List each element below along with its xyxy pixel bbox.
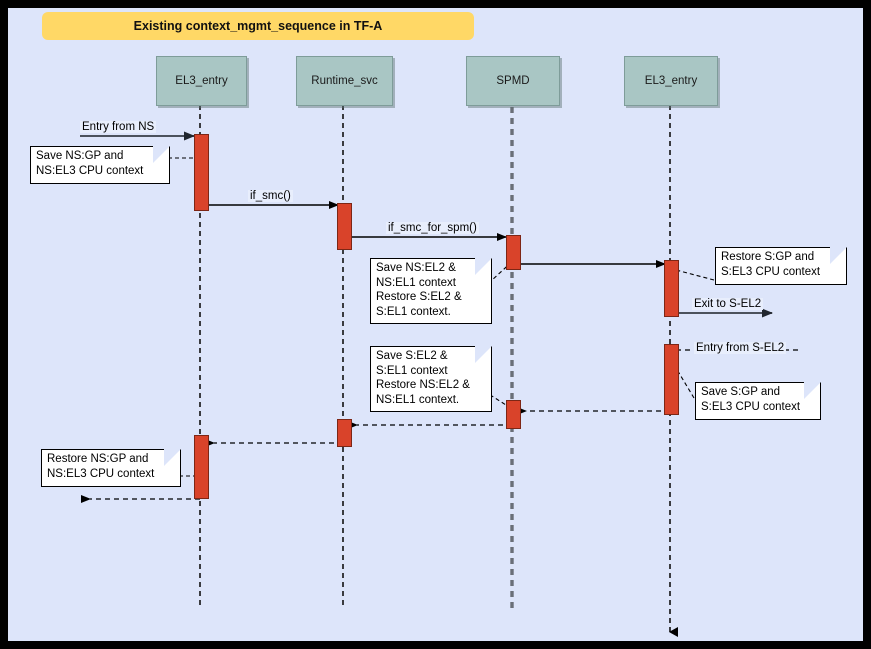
activation-bar-el3-entry-2a — [664, 260, 679, 317]
note-text: Save S:EL2 & S:EL1 context Restore NS:EL… — [376, 350, 470, 406]
note-save-ns-gp: Save NS:GP and NS:EL3 CPU context — [30, 146, 170, 184]
note-text: Save NS:GP and NS:EL3 CPU context — [36, 150, 144, 177]
message-label-if-smc-for-spm: if_smc_for_spm() — [386, 222, 479, 234]
note-save-s-gp: Save S:GP and S:EL3 CPU context — [695, 382, 821, 420]
activation-bar-el3-entry-2b — [664, 344, 679, 415]
message-label-exit-to-s-el2: Exit to S-EL2 — [692, 298, 764, 310]
message-label-entry-from-ns: Entry from NS — [80, 121, 157, 133]
message-label-entry-from-s-el2: Entry from S-EL2 — [694, 342, 787, 354]
note-text: Save NS:EL2 & NS:EL1 context Restore S:E… — [376, 262, 462, 318]
lifeline-label: EL3_entry — [644, 75, 698, 87]
note-fold-icon — [830, 247, 847, 264]
note-restore-ns-gp: Restore NS:GP and NS:EL3 CPU context — [41, 449, 181, 487]
note-fold-icon — [153, 146, 170, 163]
diagram-frame: Existing context_mgmt_sequence in TF-A E… — [8, 8, 863, 641]
activation-bar-runtime-svc-a — [337, 203, 352, 250]
lifeline-header-spmd[interactable]: SPMD — [466, 56, 560, 106]
activation-bar-el3-entry-1a — [194, 134, 209, 211]
diagram-canvas — [80, 96, 798, 637]
message-label-if-smc: if_smc() — [248, 190, 293, 202]
activation-bar-spmd-b — [506, 400, 521, 429]
lifeline-header-el3-entry-2[interactable]: EL3_entry — [624, 56, 718, 106]
diagram-title: Existing context_mgmt_sequence in TF-A — [133, 19, 383, 33]
note-text: Save S:GP and S:EL3 CPU context — [701, 386, 801, 413]
note-text: Restore S:GP and S:EL3 CPU context — [721, 251, 821, 278]
note-text: Restore NS:GP and NS:EL3 CPU context — [47, 453, 155, 480]
lifeline-header-el3-entry-1[interactable]: EL3_entry — [156, 56, 247, 106]
diagram-title-banner: Existing context_mgmt_sequence in TF-A — [42, 12, 474, 40]
note-save-ns-el2: Save NS:EL2 & NS:EL1 context Restore S:E… — [370, 258, 492, 324]
lifeline-header-runtime-svc[interactable]: Runtime_svc — [296, 56, 393, 106]
lifeline-label: EL3_entry — [175, 75, 228, 87]
note-fold-icon — [804, 382, 821, 399]
activation-bar-runtime-svc-b — [337, 419, 352, 447]
lifeline-label: SPMD — [496, 75, 530, 87]
lifeline-label: Runtime_svc — [311, 75, 378, 87]
note-save-s-el2: Save S:EL2 & S:EL1 context Restore NS:EL… — [370, 346, 492, 412]
note-fold-icon — [475, 346, 492, 363]
activation-bar-spmd-a — [506, 235, 521, 270]
activation-bar-el3-entry-1b — [194, 435, 209, 499]
note-fold-icon — [164, 449, 181, 466]
note-fold-icon — [475, 258, 492, 275]
note-restore-s-gp: Restore S:GP and S:EL3 CPU context — [715, 247, 847, 285]
